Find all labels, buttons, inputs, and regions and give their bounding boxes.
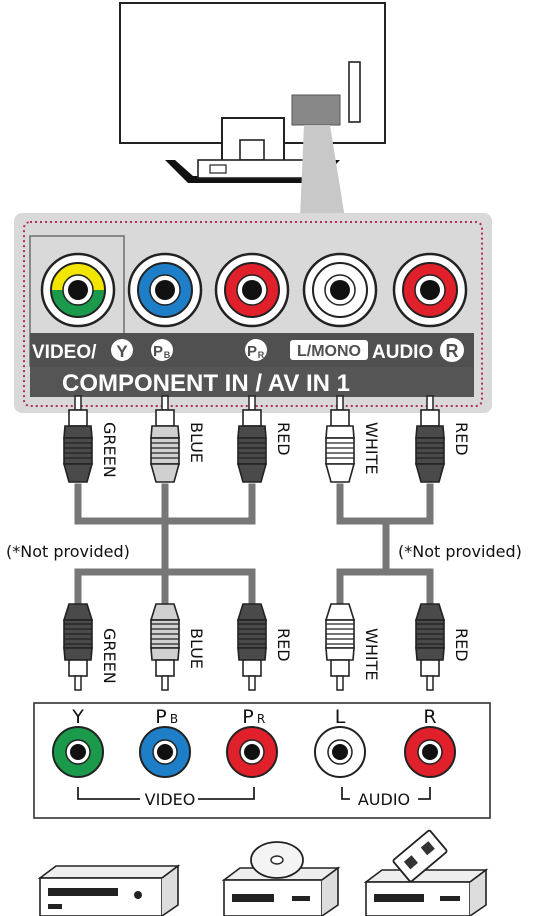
device-audio-l-jack — [314, 726, 366, 778]
device-audio-r-jack — [404, 726, 456, 778]
svg-text:R: R — [258, 350, 265, 360]
vcr-icon — [363, 829, 489, 916]
device-jack-label-4: L — [335, 706, 346, 728]
y-badge: Y — [111, 339, 133, 361]
lower-plug-1[interactable] — [62, 603, 94, 691]
upper-cable-label-4: WHITE — [362, 422, 381, 474]
audio-group-label: AUDIO — [358, 790, 410, 809]
lower-cable-label-4: WHITE — [362, 628, 381, 680]
not-provided-note-left: (*Not provided) — [6, 542, 130, 561]
svg-text:B: B — [164, 350, 171, 360]
zoom-callout — [300, 125, 345, 218]
svg-text:Y: Y — [116, 342, 128, 361]
device-jack-sublabel-3: R — [257, 712, 265, 726]
pr-jack[interactable] — [214, 252, 290, 328]
lower-plug-4[interactable] — [324, 603, 356, 691]
upper-plug-4[interactable] — [324, 395, 356, 483]
svg-text:P: P — [153, 343, 163, 360]
upper-plug-3[interactable] — [236, 395, 268, 483]
svg-text:P: P — [247, 343, 257, 360]
svg-text:L/MONO: L/MONO — [297, 343, 361, 360]
pb-badge: P B — [151, 339, 173, 361]
lower-cable-label-3: RED — [274, 628, 293, 662]
upper-cable-label-3: RED — [274, 422, 293, 456]
pr-badge: P R — [245, 339, 267, 361]
disc-player-icon — [221, 841, 341, 916]
upper-cable-label-5: RED — [452, 422, 471, 456]
device-jack-label-5: R — [423, 706, 436, 728]
audio-r-jack[interactable] — [392, 252, 468, 328]
upper-cable-label-2: BLUE — [187, 422, 206, 463]
upper-plug-2[interactable] — [149, 395, 181, 483]
not-provided-note-right: (*Not provided) — [398, 542, 522, 561]
device-y-jack — [52, 726, 104, 778]
video-y-jack[interactable] — [40, 252, 116, 328]
lower-plug-3[interactable] — [236, 603, 268, 691]
pb-jack[interactable] — [127, 252, 203, 328]
device-jack-sublabel-2: B — [170, 712, 178, 726]
device-jack-label-1: Y — [71, 706, 84, 728]
upper-plug-1[interactable] — [62, 395, 94, 483]
dvd-player-icon — [37, 864, 181, 916]
group-brackets — [77, 787, 431, 800]
panel-title: COMPONENT IN / AV IN 1 — [62, 370, 350, 397]
video-y-label: VIDEO/ — [32, 342, 97, 363]
lower-cable-label-1: GREEN — [100, 628, 119, 684]
tv-icon — [119, 2, 386, 183]
device-pr-jack — [226, 726, 278, 778]
l-mono-label: L/MONO — [290, 340, 368, 360]
audio-label: AUDIO — [372, 342, 433, 363]
lower-cable-label-5: RED — [452, 628, 471, 662]
audio-l-jack[interactable] — [302, 252, 378, 328]
r-badge: R — [440, 338, 464, 362]
panel-title-bar — [30, 367, 474, 397]
lower-cable-label-2: BLUE — [187, 628, 206, 669]
video-group-label: VIDEO — [145, 790, 196, 809]
svg-text:R: R — [446, 341, 459, 361]
lower-plug-2[interactable] — [149, 603, 181, 691]
upper-cable-label-1: GREEN — [100, 422, 119, 478]
cable-wires — [74, 483, 434, 609]
upper-plug-5[interactable] — [414, 395, 446, 483]
device-pb-jack — [139, 726, 191, 778]
lower-plug-5[interactable] — [414, 603, 446, 691]
device-jack-label-3: P — [242, 706, 253, 728]
device-jack-label-2: P — [155, 706, 166, 728]
